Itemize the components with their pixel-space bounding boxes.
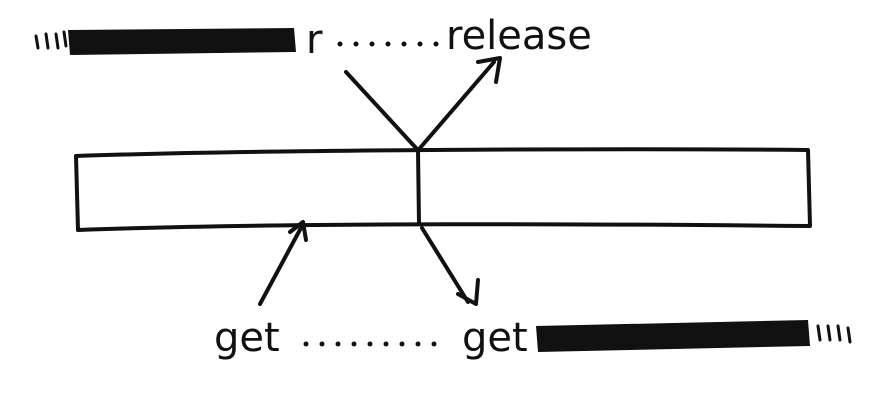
release-label: release — [446, 13, 592, 59]
buffer-rectangle — [74, 147, 812, 232]
buffer-divider — [416, 148, 421, 226]
bottom-right-tick-marks — [816, 324, 852, 344]
upper-redacted-bar — [68, 28, 296, 55]
get-label-right: get — [462, 315, 528, 361]
get-arrow-down — [420, 226, 480, 306]
release-start-label: r — [306, 17, 323, 63]
get-arrow-left — [258, 220, 308, 306]
release-origin-stroke — [344, 70, 418, 150]
dotted-connector-top — [337, 41, 439, 47]
lower-redacted-bar — [536, 320, 810, 352]
dotted-connector-bottom — [303, 341, 437, 347]
release-arrow — [418, 56, 502, 150]
get-label-left: get — [214, 315, 280, 361]
top-left-tick-marks — [34, 30, 68, 50]
